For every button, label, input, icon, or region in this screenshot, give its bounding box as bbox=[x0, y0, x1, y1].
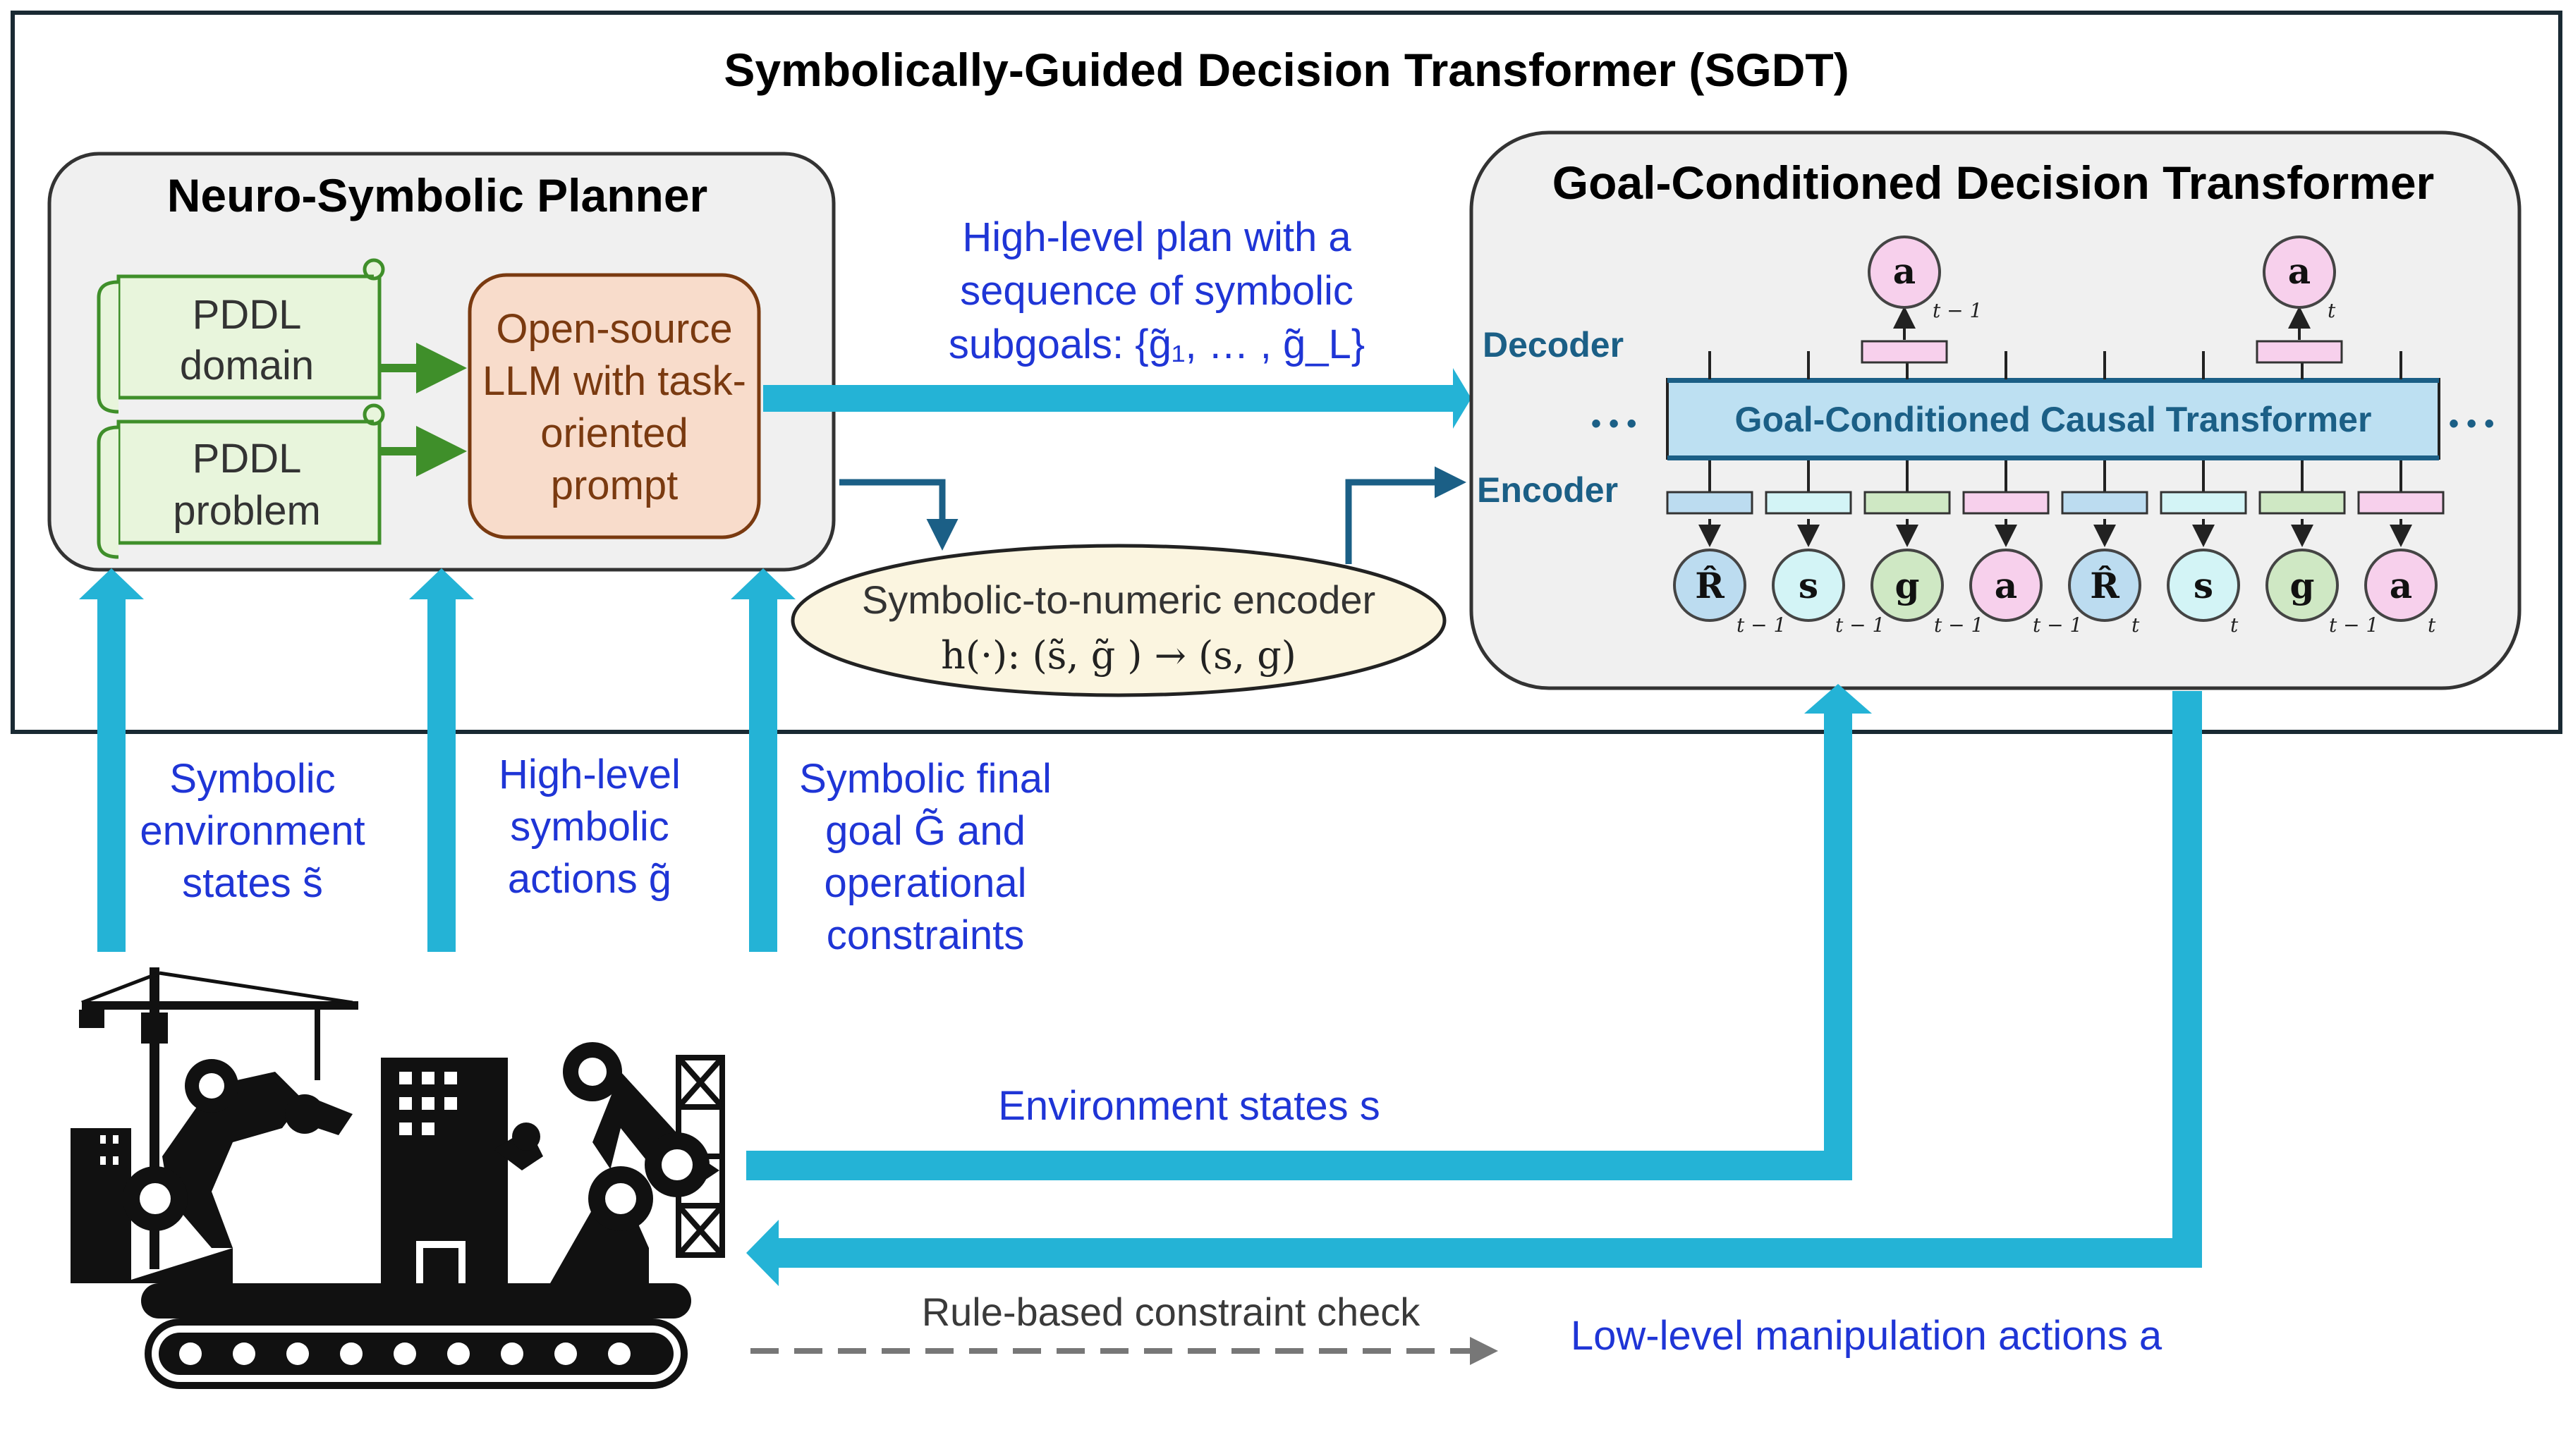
input-token-symbol: s bbox=[1799, 565, 1818, 606]
input-token-subscript: t − 1 bbox=[1934, 613, 1983, 637]
up-arrow-states bbox=[79, 568, 144, 952]
causal-transformer-label: Goal-Conditioned Causal Transformer bbox=[1735, 400, 2372, 439]
plan-label-line1: High-level plan with a bbox=[962, 214, 1351, 260]
states-label-line3: states s̃ bbox=[182, 860, 323, 906]
ellipsis-right: • • • bbox=[2449, 408, 2494, 439]
input-token-subscript: t − 1 bbox=[1736, 613, 1786, 637]
up-arrow-actions bbox=[409, 568, 474, 952]
goal-label-line1: Symbolic final bbox=[799, 756, 1052, 802]
input-token-symbol: g bbox=[2290, 565, 2315, 606]
pddl-problem-line2: problem bbox=[173, 488, 321, 534]
decoder-label: Decoder bbox=[1483, 325, 1624, 365]
actions-label-line1: High-level bbox=[499, 752, 681, 797]
llm-line2: LLM with task- bbox=[482, 358, 746, 404]
input-token-symbol: a bbox=[2390, 565, 2412, 606]
pddl-problem-line1: PDDL bbox=[193, 436, 302, 482]
goal-label-line2: goal G̃ and bbox=[825, 808, 1026, 854]
sgdt-outer-frame bbox=[11, 11, 2562, 734]
pddl-problem-scroll: PDDL problem bbox=[97, 403, 385, 559]
encoder-to-gcdt-arrow bbox=[1345, 466, 1466, 564]
embedding-rect bbox=[2160, 491, 2247, 515]
causal-transformer-bar bbox=[1666, 378, 2440, 460]
input-token-node bbox=[2265, 549, 2339, 622]
env-states-arrow bbox=[746, 684, 1872, 1180]
input-token-subscript: t bbox=[2428, 613, 2436, 637]
embedding-rect bbox=[2357, 491, 2445, 515]
input-token-symbol: R̂ bbox=[1695, 565, 1725, 606]
low-level-label: Low-level manipulation actions a bbox=[1571, 1313, 2163, 1359]
llm-line1: Open-source bbox=[496, 306, 732, 352]
input-token-symbol: s bbox=[2194, 565, 2213, 606]
output-token-symbol: a bbox=[2288, 250, 2311, 292]
llm-line4: prompt bbox=[551, 463, 679, 508]
robot-factory-icon bbox=[71, 967, 725, 1389]
input-token-subscript: t − 1 bbox=[2033, 613, 2082, 637]
input-token-node bbox=[2364, 549, 2438, 622]
goal-label-line3: operational bbox=[825, 860, 1027, 906]
plan-arrow-head bbox=[1453, 368, 1471, 429]
actions-label-line2: symbolic bbox=[510, 804, 669, 850]
rule-check-label: Rule-based constraint check bbox=[922, 1290, 1421, 1334]
plan-label-line2: sequence of symbolic bbox=[960, 268, 1354, 314]
output-token-symbol: a bbox=[1893, 250, 1916, 292]
sgdt-title: Symbolically-Guided Decision Transformer… bbox=[724, 44, 1849, 96]
pddl-domain-scroll: PDDL domain bbox=[97, 258, 385, 414]
gcdt-title: Goal-Conditioned Decision Transformer bbox=[1552, 157, 2435, 209]
input-token-subscript: t bbox=[2230, 613, 2239, 637]
up-arrow-goal bbox=[731, 568, 796, 952]
input-token-node bbox=[2068, 549, 2141, 622]
embedding-rect bbox=[1962, 491, 2050, 515]
input-token-node bbox=[2167, 549, 2240, 622]
actions-label-line3: actions g̃ bbox=[508, 856, 671, 902]
encoder-line2: h(·): (s̃, g̃ ) → (s, g) bbox=[941, 633, 1296, 678]
goal-label-line4: constraints bbox=[827, 912, 1024, 958]
output-token-node bbox=[1868, 235, 1941, 309]
pddl-domain-line2: domain bbox=[180, 343, 314, 389]
llm-box bbox=[468, 273, 761, 539]
encoder-label: Encoder bbox=[1477, 470, 1618, 510]
llm-to-encoder-arrow bbox=[839, 479, 959, 551]
pddl-domain-line1: PDDL bbox=[193, 292, 302, 338]
embedding-rect bbox=[1863, 491, 1951, 515]
input-token-node bbox=[1772, 549, 1845, 622]
input-token-symbol: a bbox=[1995, 565, 2017, 606]
encoder-line1: Symbolic-to-numeric encoder bbox=[862, 577, 1375, 622]
input-token-symbol: R̂ bbox=[2090, 565, 2119, 606]
plan-arrow-shaft bbox=[763, 385, 1454, 412]
input-token-symbol: g bbox=[1895, 565, 1920, 606]
embedding-rect bbox=[1666, 491, 1753, 515]
states-label-line1: Symbolic bbox=[169, 756, 335, 802]
embedding-rect bbox=[2061, 491, 2148, 515]
env-states-label: Environment states s bbox=[998, 1083, 1380, 1129]
plan-label-line3: subgoals: {g̃₁, … , g̃_L} bbox=[949, 322, 1365, 367]
symbolic-encoder-ellipse bbox=[791, 544, 1447, 697]
output-token-subscript: t bbox=[2328, 299, 2336, 322]
llm-line3: oriented bbox=[540, 410, 688, 456]
embedding-rect bbox=[1765, 491, 1852, 515]
input-token-node bbox=[1871, 549, 1944, 622]
input-token-node bbox=[1673, 549, 1746, 622]
output-embedding-rect bbox=[2256, 340, 2343, 364]
input-token-subscript: t − 1 bbox=[2329, 613, 2378, 637]
planner-title: Neuro-Symbolic Planner bbox=[167, 169, 708, 221]
ellipsis-left: • • • bbox=[1591, 408, 1636, 439]
output-token-subscript: t − 1 bbox=[1933, 299, 1982, 322]
embedding-rect bbox=[2258, 491, 2346, 515]
output-token-node bbox=[2263, 235, 2336, 309]
input-token-subscript: t bbox=[2131, 613, 2140, 637]
low-level-actions-arrow bbox=[746, 691, 2202, 1286]
input-token-subscript: t − 1 bbox=[1835, 613, 1885, 637]
input-token-node bbox=[1969, 549, 2043, 622]
output-embedding-rect bbox=[1861, 340, 1948, 364]
states-label-line2: environment bbox=[140, 808, 365, 854]
